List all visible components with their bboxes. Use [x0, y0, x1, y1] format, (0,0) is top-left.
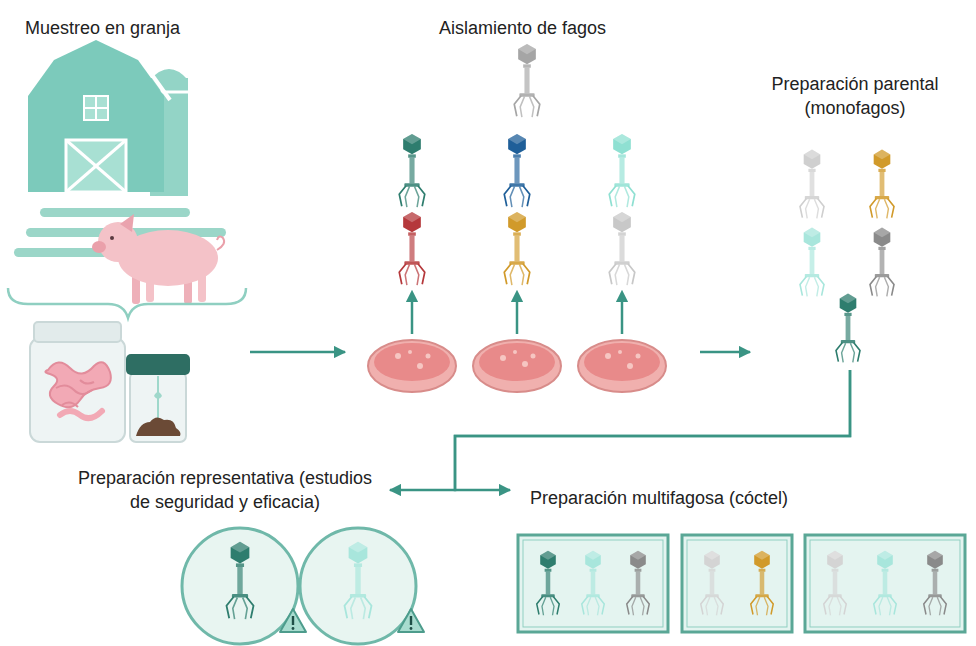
warning-triangle	[398, 609, 424, 632]
warning-mark	[410, 616, 412, 625]
petri-dish	[578, 340, 666, 392]
barn-door	[66, 140, 126, 192]
stage-node: Aislamiento de fagos	[345, 14, 700, 400]
isolation-arrows	[412, 296, 622, 334]
petri-dish	[473, 340, 561, 392]
up-arrow	[411, 296, 414, 334]
representative-preparations	[182, 528, 424, 644]
petri-agar	[374, 343, 450, 381]
jar-body	[30, 338, 125, 442]
isolated-phages	[399, 44, 635, 285]
petri-dish	[368, 340, 456, 392]
stage-node: Preparación multifagosa (cóctel)	[510, 480, 970, 640]
field-band	[40, 208, 190, 217]
phage	[800, 228, 824, 297]
phage	[582, 551, 605, 616]
flow-arrow	[250, 351, 345, 354]
intestine-fold	[56, 380, 94, 407]
petri-agar	[584, 343, 660, 381]
door-brace	[66, 140, 126, 192]
phage	[537, 551, 560, 616]
phage	[701, 551, 724, 616]
petri-agar	[479, 343, 555, 381]
feces	[136, 417, 181, 436]
up-arrow	[621, 296, 624, 334]
flow-arrow	[455, 370, 850, 490]
phage	[870, 150, 894, 219]
jar-body	[130, 372, 186, 442]
phage	[504, 134, 530, 207]
sample-jar	[30, 322, 125, 442]
phage	[345, 542, 372, 619]
flow-arrow	[700, 351, 750, 354]
stage-heading: Aislamiento de fagos	[345, 16, 700, 40]
up-arrow	[516, 296, 519, 334]
warning-mark	[292, 627, 295, 630]
preparation-circle	[300, 528, 416, 644]
jar-lid	[126, 354, 190, 375]
flow-arrow	[390, 370, 850, 490]
phage	[609, 212, 635, 285]
cocktail-box-inner	[523, 540, 663, 627]
stage-node: Preparación representativa (estudios de …	[60, 462, 390, 644]
phage	[399, 134, 425, 207]
pig-snout	[92, 241, 106, 253]
pig-tail	[217, 236, 224, 250]
phage	[824, 551, 847, 616]
feces-jar	[126, 354, 190, 442]
pig-ear	[120, 214, 134, 232]
plaques	[395, 350, 641, 369]
door-brace	[66, 140, 126, 192]
phage	[874, 551, 897, 616]
stage-heading: Muestreo en granja	[25, 16, 250, 40]
cocktail-box	[518, 535, 668, 632]
intestine	[45, 362, 110, 407]
phage	[924, 551, 947, 616]
pig-eye	[110, 236, 114, 240]
phage	[504, 212, 530, 285]
cocktail-box-inner	[687, 540, 787, 627]
jar-lid	[34, 322, 121, 342]
phage	[836, 294, 860, 363]
phage	[870, 228, 894, 297]
stage-heading: Preparación representativa (estudios de …	[75, 466, 375, 514]
cocktail-preparations	[518, 535, 965, 632]
preparation-circle	[182, 528, 298, 644]
cocktail-box	[682, 535, 792, 632]
phage	[227, 542, 254, 619]
petri-dishes	[368, 340, 666, 392]
stage-heading: Preparación multifagosa (cóctel)	[530, 486, 970, 510]
stage-node: Preparación parental (monofagos)	[750, 70, 960, 370]
phage	[399, 212, 425, 285]
barn-roof-trim	[22, 36, 170, 100]
barn-window	[84, 96, 108, 120]
intestine-loop	[60, 411, 102, 418]
stage-node: Muestreo en granja	[10, 12, 250, 444]
phage	[751, 551, 774, 616]
window-cross	[84, 107, 108, 109]
warning-triangle	[280, 609, 306, 632]
cocktail-box	[805, 535, 965, 632]
stage-heading: Preparación parental (monofagos)	[750, 72, 960, 120]
warning-mark	[410, 627, 413, 630]
parental-phages	[800, 150, 894, 363]
cocktail-box-inner	[810, 540, 960, 627]
phage	[800, 150, 824, 219]
bracket	[8, 288, 246, 318]
phage	[514, 44, 540, 117]
pig	[92, 214, 224, 304]
phage	[609, 134, 635, 207]
spoon-bowl	[154, 392, 162, 399]
warning-mark	[292, 616, 294, 625]
phage	[627, 551, 650, 616]
